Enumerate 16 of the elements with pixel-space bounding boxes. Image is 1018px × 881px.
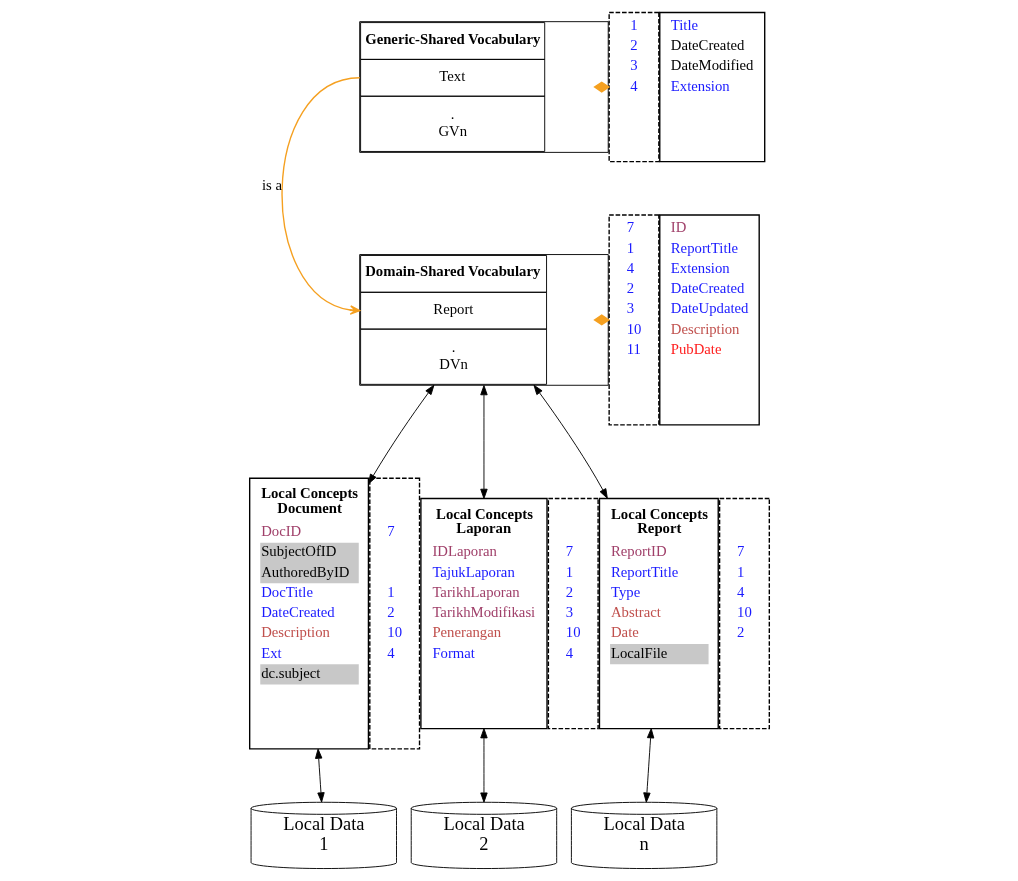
arrow <box>533 384 608 499</box>
node-box: 7 1 4 10 2 <box>718 497 770 730</box>
arrow <box>367 384 434 485</box>
node-box: Local Concepts Report ReportID ReportTitle Type Abstract Date LocalFile <box>598 497 719 730</box>
node-box: Local Concepts Laporan IDLaporan TajukLaporan TarikhLaporan TarikhModifikasi Penerangan Format <box>419 497 548 730</box>
arrow <box>642 728 654 803</box>
arrow <box>314 748 325 803</box>
node-box: ID ReportTitle Extension DateCreated DateUpdated Description PubDate <box>658 214 760 426</box>
edge-label: is a <box>261 176 282 193</box>
node-box: Local Concepts Document DocID SubjectOfID AuthoredByID DocTitle DateCreated Description Ext dc.subject <box>248 477 369 750</box>
arrow <box>479 728 488 803</box>
node-box: Title DateCreated DateModified Extension <box>658 11 765 163</box>
node-box: 7 1 2 10 4 <box>368 477 420 750</box>
arrow <box>479 385 488 499</box>
arrow <box>280 77 360 315</box>
node-box: 7 1 2 3 10 4 <box>547 497 599 730</box>
